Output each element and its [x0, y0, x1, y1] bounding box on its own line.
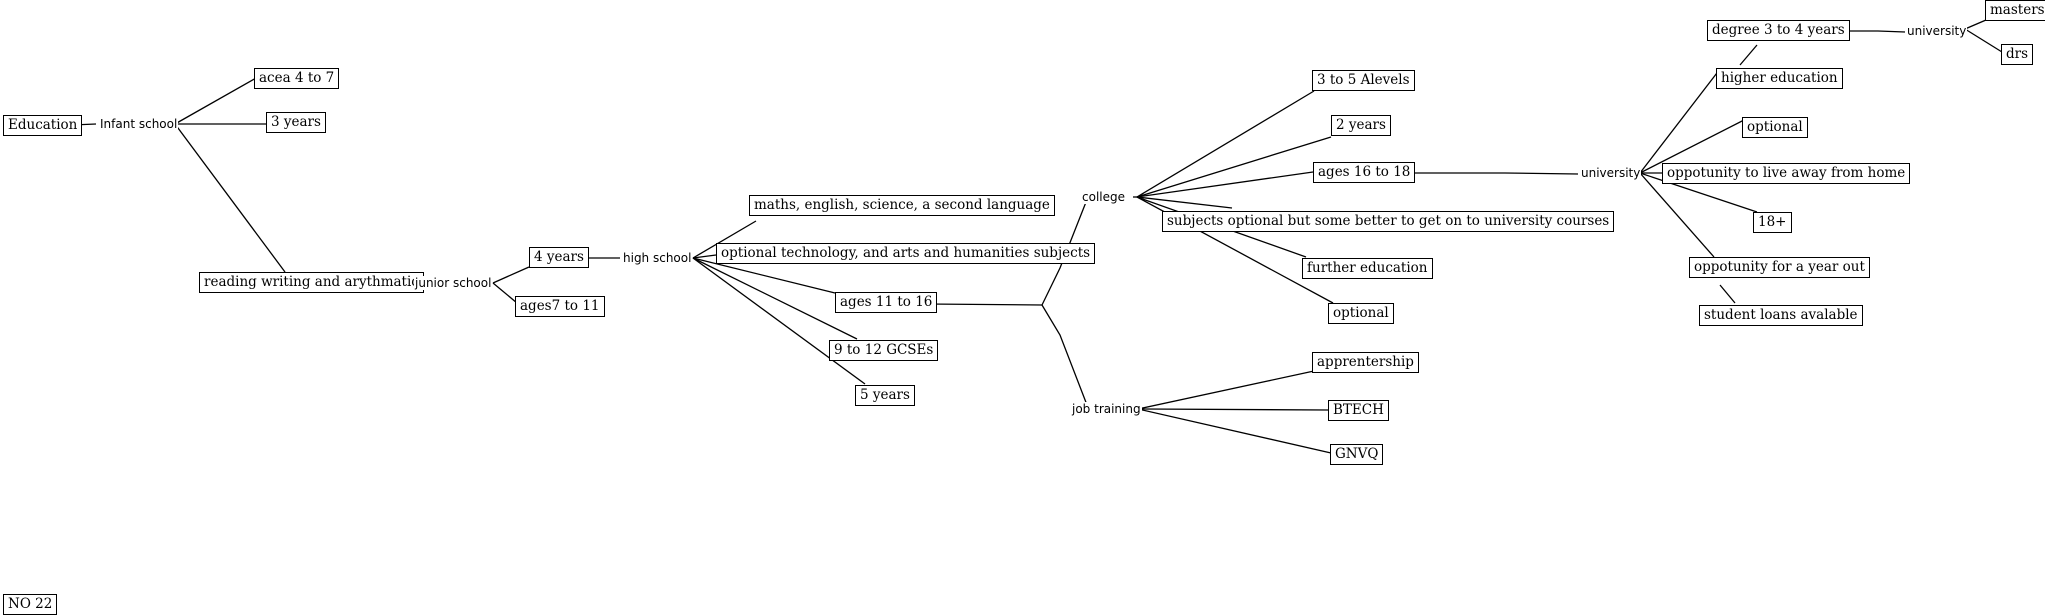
high-school-label[interactable]: high school: [622, 251, 693, 265]
infant-school-label[interactable]: Infant school: [99, 117, 179, 131]
connector: [1639, 68, 1721, 174]
infant-ages-node[interactable]: acea 4 to 7: [254, 68, 340, 89]
job-btech-node[interactable]: BTECH: [1328, 400, 1389, 421]
university-higher-node[interactable]: higher education: [1716, 68, 1843, 89]
university-year-out-node[interactable]: oppotunity for a year out: [1689, 257, 1870, 278]
connector: [492, 266, 530, 284]
connector: [1136, 136, 1332, 198]
connector: [492, 282, 518, 304]
connector: [692, 220, 757, 259]
connector: [692, 257, 866, 385]
university-loans-node[interactable]: student loans avalable: [1699, 305, 1863, 326]
college-label[interactable]: college: [1081, 190, 1126, 204]
job-apprenticeship-node[interactable]: apprentership: [1312, 352, 1419, 373]
root-node[interactable]: Education: [3, 115, 83, 136]
college-ages-node[interactable]: ages 16 to 18: [1313, 162, 1416, 183]
university-label[interactable]: university: [1580, 166, 1642, 180]
masters-node[interactable]: masters: [1985, 0, 2045, 21]
connector: [1041, 304, 1088, 406]
page-number-label: NO 22: [3, 594, 58, 615]
connector: [1137, 408, 1329, 411]
drs-node[interactable]: drs: [2001, 44, 2034, 65]
connector: [692, 257, 858, 340]
university-age-node[interactable]: 18+: [1753, 212, 1792, 233]
university-optional-node[interactable]: optional: [1742, 117, 1808, 138]
job-gnvq-node[interactable]: GNVQ: [1330, 444, 1384, 465]
connector: [1403, 172, 1579, 175]
connector: [692, 254, 717, 259]
connector: [1719, 284, 1736, 304]
connector: [1137, 408, 1332, 454]
high-gcses-node[interactable]: 9 to 12 GCSEs: [829, 340, 939, 361]
college-alevels-node[interactable]: 3 to 5 Alevels: [1312, 70, 1415, 91]
connector: [174, 77, 257, 125]
post-university-label[interactable]: university: [1906, 24, 1968, 38]
junior-school-label[interactable]: junior school: [414, 276, 493, 290]
college-optional-node[interactable]: optional: [1328, 303, 1394, 324]
junior-years-node[interactable]: 4 years: [529, 247, 589, 268]
infant-years-node[interactable]: 3 years: [266, 112, 326, 133]
connector: [174, 123, 286, 273]
job-training-label[interactable]: job training: [1071, 402, 1142, 416]
connector: [1739, 44, 1758, 66]
connector: [1639, 118, 1747, 174]
connector: [1136, 90, 1315, 198]
connector: [1136, 171, 1314, 198]
college-subjects-node[interactable]: subjects optional but some better to get…: [1162, 211, 1615, 232]
connector: [1136, 196, 1233, 209]
infant-subjects-node[interactable]: reading writing and arythmatic: [199, 272, 424, 293]
connector: [1964, 28, 2003, 53]
high-ages-node[interactable]: ages 11 to 16: [835, 292, 938, 313]
high-optional-node[interactable]: optional technology, and arts and humani…: [716, 243, 1096, 264]
university-degree-node[interactable]: degree 3 to 4 years: [1707, 20, 1850, 41]
junior-ages-node[interactable]: ages7 to 11: [515, 296, 605, 317]
connector: [1964, 19, 1987, 30]
college-further-node[interactable]: further education: [1302, 258, 1433, 279]
high-core-node[interactable]: maths, english, science, a second langua…: [749, 195, 1055, 216]
connector: [925, 303, 1043, 306]
connector: [1041, 196, 1089, 306]
connector: [1639, 172, 1715, 258]
college-years-node[interactable]: 2 years: [1331, 115, 1391, 136]
university-away-node[interactable]: oppotunity to live away from home: [1662, 163, 1911, 184]
connector: [1137, 370, 1315, 410]
high-years-node[interactable]: 5 years: [855, 385, 915, 406]
connector: [1639, 172, 1758, 213]
